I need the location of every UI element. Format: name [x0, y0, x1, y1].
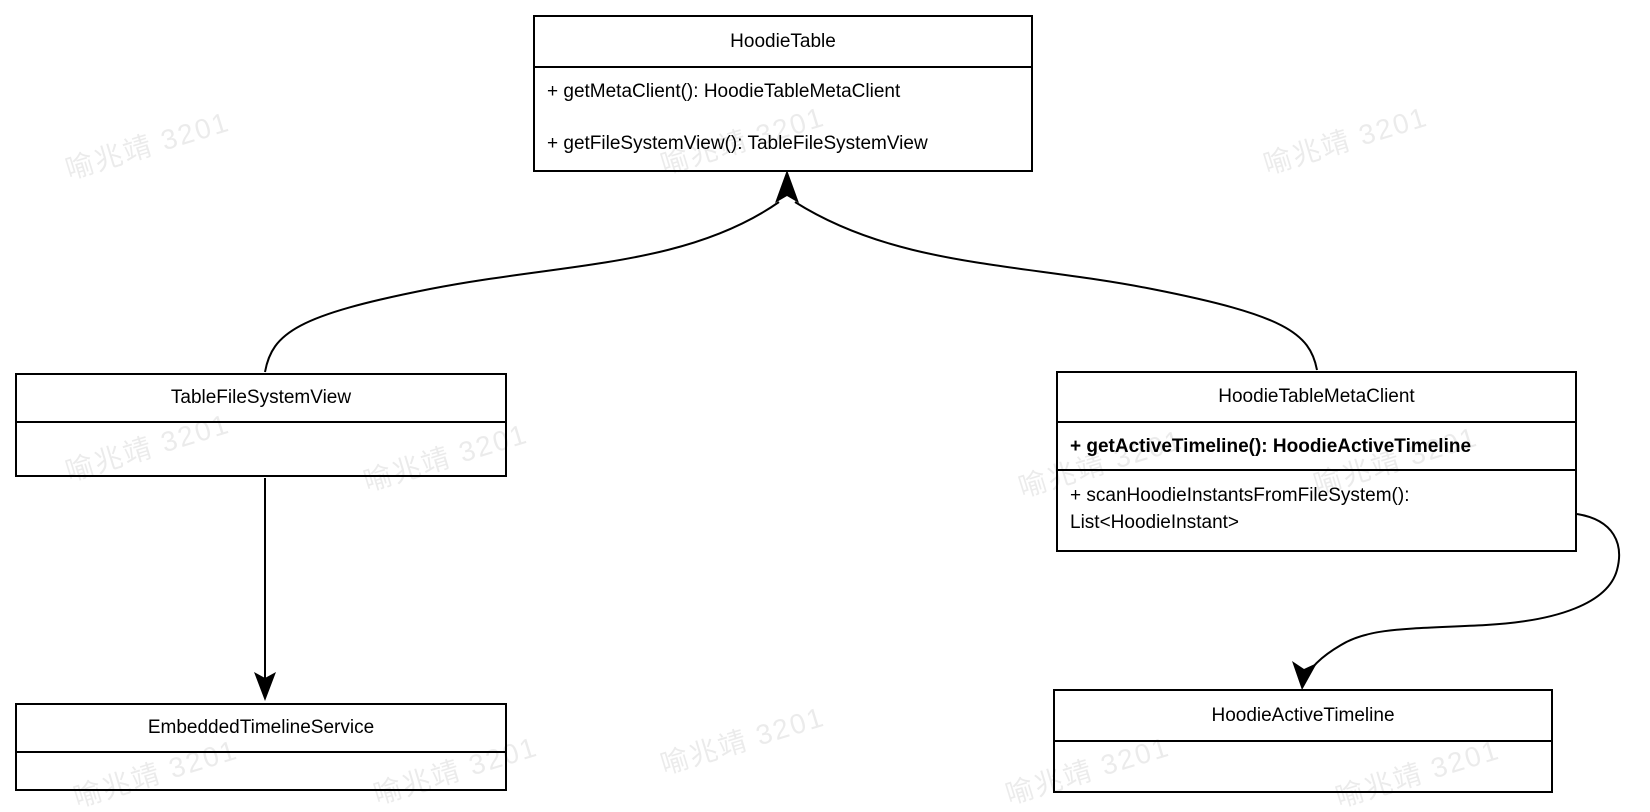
watermark-text: 喻兆靖 3201 — [61, 106, 234, 186]
class-section-get-active-timeline: + getActiveTimeline(): HoodieActiveTimel… — [1058, 423, 1575, 471]
class-hoodie-table[interactable]: HoodieTable + getMetaClient(): HoodieTab… — [533, 15, 1033, 172]
arrowhead-up-icon — [775, 170, 799, 203]
watermark-text: 喻兆靖 3201 — [656, 701, 829, 781]
class-title-table-file-system-view: TableFileSystemView — [17, 375, 505, 423]
class-hoodie-active-timeline[interactable]: HoodieActiveTimeline — [1053, 689, 1553, 793]
edge-hoodietablemetaclient-to-hoodietable — [794, 201, 1318, 371]
class-hoodie-table-meta-client[interactable]: HoodieTableMetaClient + getActiveTimelin… — [1056, 371, 1577, 552]
method-scan-hoodie-instants: + scanHoodieInstantsFromFileSystem(): Li… — [1070, 485, 1410, 533]
class-title-embedded-timeline-service: EmbeddedTimelineService — [17, 705, 505, 753]
edge-tablefilesystemview-to-hoodietable — [264, 201, 780, 373]
method-get-meta-client: + getMetaClient(): HoodieTableMetaClient — [547, 81, 901, 102]
method-get-active-timeline: + getActiveTimeline(): HoodieActiveTimel… — [1070, 435, 1472, 457]
arrowhead-down-icon — [254, 672, 276, 701]
class-section-scan-hoodie-instants: + scanHoodieInstantsFromFileSystem(): Li… — [1058, 471, 1575, 548]
class-title-hoodie-table: HoodieTable — [535, 17, 1031, 68]
class-empty-section — [17, 753, 505, 789]
class-empty-section — [1055, 742, 1551, 791]
class-empty-section — [17, 423, 505, 475]
class-table-file-system-view[interactable]: TableFileSystemView — [15, 373, 507, 477]
class-title-hoodie-table-meta-client: HoodieTableMetaClient — [1058, 373, 1575, 423]
method-get-file-system-view: + getFileSystemView(): TableFileSystemVi… — [547, 133, 928, 154]
class-title-hoodie-active-timeline: HoodieActiveTimeline — [1055, 691, 1551, 742]
arrowhead-down-left-icon — [1292, 661, 1317, 690]
class-embedded-timeline-service[interactable]: EmbeddedTimelineService — [15, 703, 507, 791]
class-methods-hoodie-table: + getMetaClient(): HoodieTableMetaClient… — [535, 68, 1031, 170]
watermark-text: 喻兆靖 3201 — [1259, 101, 1432, 181]
